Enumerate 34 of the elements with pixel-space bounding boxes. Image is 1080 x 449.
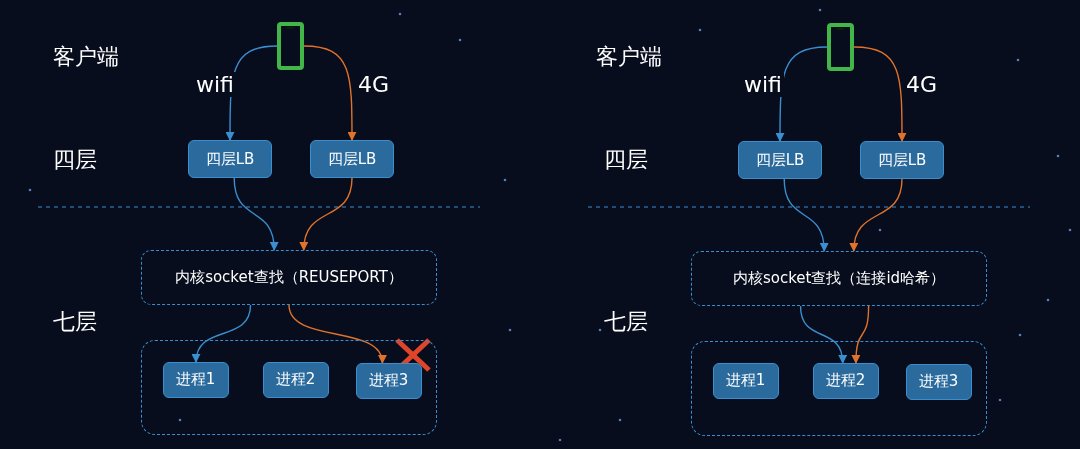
arrow [853, 46, 907, 142]
process-box: 进程1 [162, 361, 229, 398]
layer-label: 客户端 [53, 43, 119, 71]
arrow [233, 177, 279, 251]
arrow [850, 178, 903, 252]
arrow [288, 304, 386, 364]
layer-label: 四层 [53, 146, 97, 174]
arrow [192, 304, 252, 363]
process-box: 进程3 [905, 363, 972, 400]
process-box: 四层LB [188, 140, 272, 178]
lookup-box: 内核socket查找（连接id哈希） [691, 251, 987, 306]
process-box: 进程2 [812, 362, 879, 399]
layer-label: 七层 [53, 308, 97, 336]
phone-icon [827, 23, 854, 71]
layer-label: 客户端 [596, 43, 662, 71]
arrow [851, 305, 870, 364]
process-box: 四层LB [310, 140, 394, 178]
arrow [783, 178, 829, 252]
edge-label: wifi [742, 72, 784, 97]
process-box: 进程3 [355, 362, 422, 399]
arrow [303, 45, 357, 141]
arrow [300, 177, 353, 251]
phone-icon [277, 22, 304, 70]
layer-label: 七层 [604, 308, 648, 336]
arrow [799, 305, 847, 364]
group-box [691, 341, 987, 436]
process-box: 四层LB [738, 141, 822, 179]
lookup-box: 内核socket查找（REUSEPORT） [141, 250, 437, 305]
process-box: 进程1 [712, 362, 779, 399]
group-box [141, 340, 437, 435]
process-box: 四层LB [860, 141, 944, 179]
edge-label: wifi [194, 72, 236, 97]
layer-label: 四层 [604, 146, 648, 174]
process-box: 进程2 [262, 361, 329, 398]
